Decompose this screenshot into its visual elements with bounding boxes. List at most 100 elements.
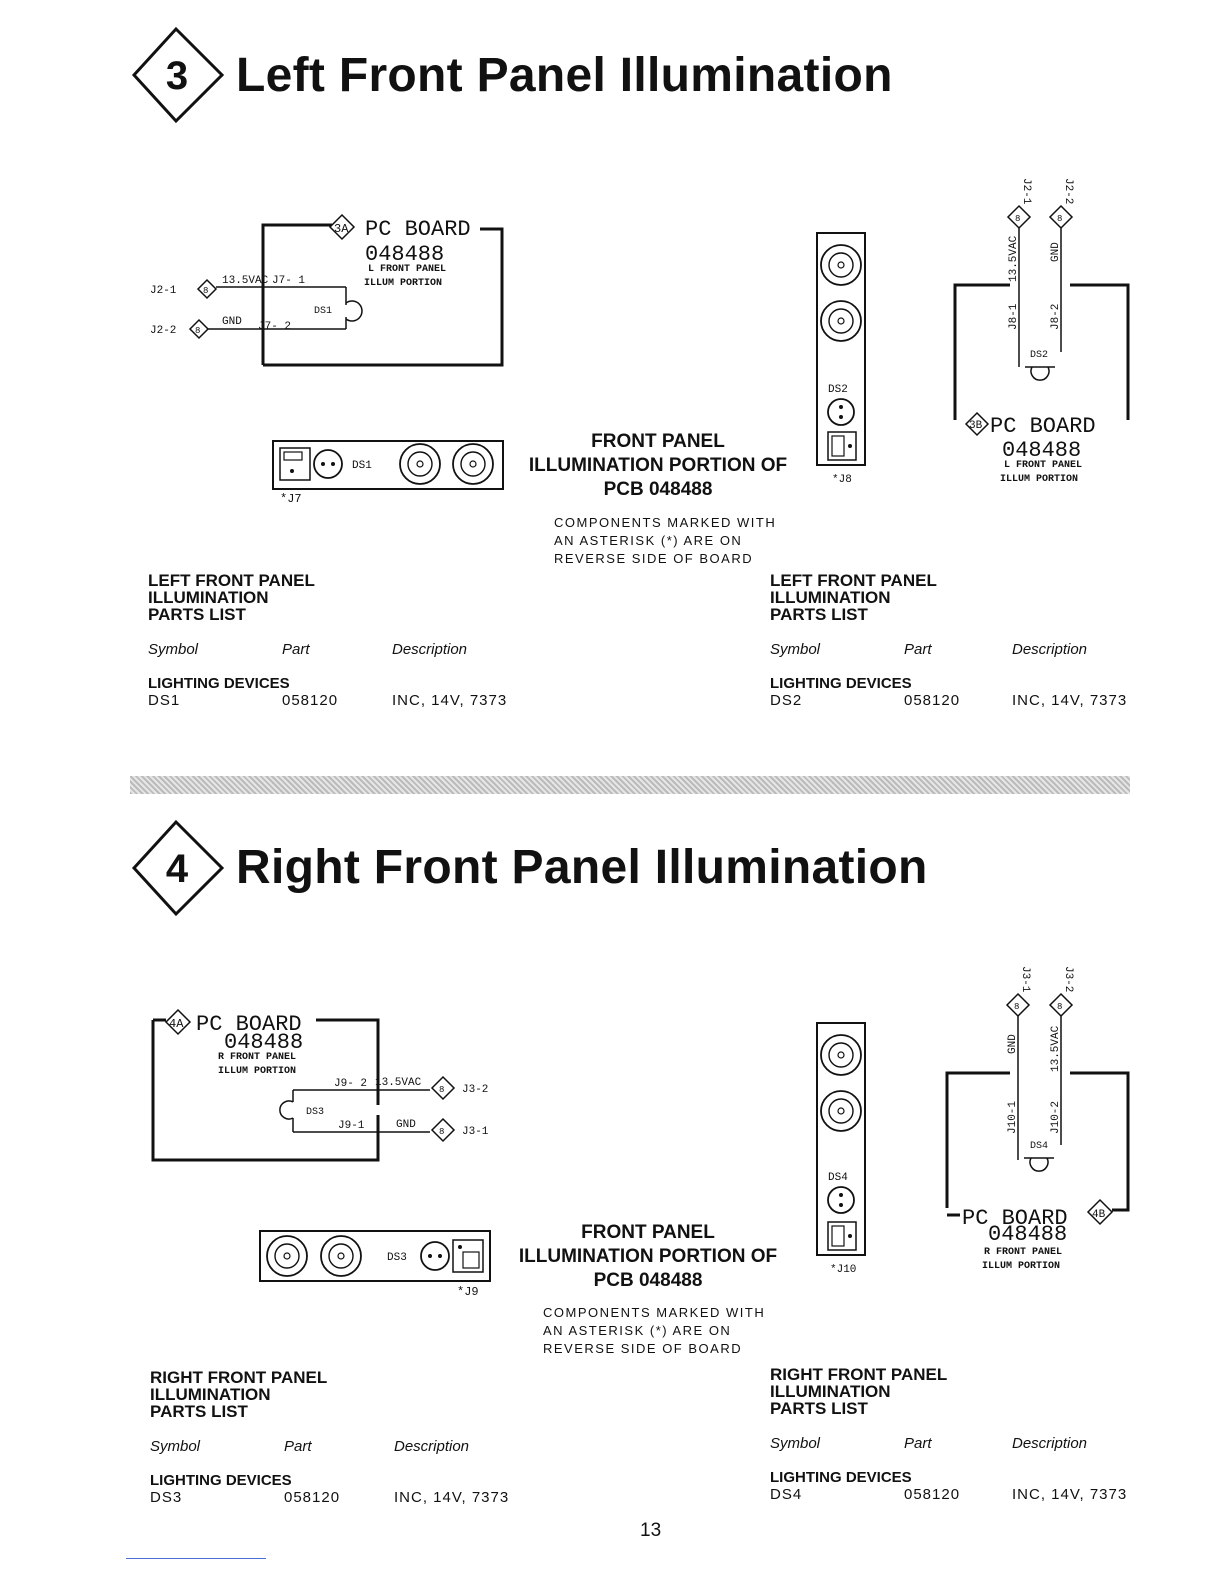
note-line1: COMPONENTS MARKED WITH xyxy=(554,515,777,530)
schematic-4b: J3-1 J3-2 8 8 GND 13.5VAC J10-1 J10-2 DS… xyxy=(945,966,1130,1272)
note-line2: AN ASTERISK (*) ARE ON xyxy=(543,1323,732,1338)
pcb-ds3-label: DS3 xyxy=(387,1252,407,1264)
row-part: 058120 xyxy=(904,692,961,709)
board-sub2: ILLUM PORTION xyxy=(218,1066,296,1077)
col-header-description: Description xyxy=(1012,641,1088,658)
lamp-ds2-symbol xyxy=(1030,366,1050,381)
parts-title-line3: PARTS LIST xyxy=(148,605,246,624)
board-partno: 048488 xyxy=(224,1030,303,1055)
board-sub2: ILLUM PORTION xyxy=(982,1261,1060,1272)
center-caption-4: FRONT PANEL ILLUMINATION PORTION OF PCB … xyxy=(510,1221,786,1293)
pin-b: 8 xyxy=(439,1085,444,1095)
page-number: 13 xyxy=(640,1520,662,1541)
board-partno: 048488 xyxy=(1002,438,1081,463)
board-label: PC BOARD xyxy=(990,414,1096,439)
pin-j8-1: J8-1 xyxy=(1008,303,1020,330)
section-3-number: 3 xyxy=(166,54,188,98)
pin-b: 8 xyxy=(203,286,208,296)
net-13-5vac: 13.5VAC xyxy=(1050,1025,1062,1072)
row-symbol: DS1 xyxy=(148,692,181,709)
col-header-description: Description xyxy=(1012,1435,1088,1452)
parts-title-line2: ILLUMINATION xyxy=(770,588,891,607)
asterisk-note-4: COMPONENTS MARKED WITH AN ASTERISK (*) A… xyxy=(543,1304,765,1358)
schematic-3b: J2-1 J2-2 8 8 13.5VAC GND J8-1 J8-2 DS2 … xyxy=(953,178,1130,485)
caption-line2: ILLUMINATION PORTION OF xyxy=(528,455,788,476)
parts-title-line3: PARTS LIST xyxy=(770,1399,868,1418)
callout-3a: 3A xyxy=(334,222,349,236)
pcb-outline-ds1: DS1 *J7 xyxy=(272,440,504,506)
lamp-ds4-label: DS4 xyxy=(1030,1141,1048,1152)
caption-line3: PCB 048488 xyxy=(593,1270,703,1291)
net-gnd: GND xyxy=(1050,242,1062,262)
pcb-outline-ds3: DS3 *J9 xyxy=(259,1230,491,1299)
col-header-symbol: Symbol xyxy=(148,641,199,658)
board-partno: 048488 xyxy=(365,242,444,267)
asterisk-note-3: COMPONENTS MARKED WITH AN ASTERISK (*) A… xyxy=(554,514,776,568)
note-line3: REVERSE SIDE OF BOARD xyxy=(554,551,754,566)
pin-b: 8 xyxy=(439,1127,444,1137)
col-header-symbol: Symbol xyxy=(770,641,821,658)
pcb-outline-ds2: DS2 *J8 xyxy=(816,232,866,486)
board-label: PC BOARD xyxy=(196,1012,302,1037)
col-header-symbol: Symbol xyxy=(770,1435,821,1452)
net-13-5vac: 13.5VAC xyxy=(375,1077,422,1089)
row-part: 058120 xyxy=(904,1486,961,1503)
pin-j8-2: J8-2 xyxy=(1050,304,1062,330)
pin-b: 8 xyxy=(195,326,200,336)
col-header-description: Description xyxy=(394,1438,470,1455)
pcb-ds2-label: DS2 xyxy=(828,384,848,396)
pcb-ds4-label: DS4 xyxy=(828,1172,848,1184)
callout-4a: 4A xyxy=(169,1017,184,1031)
lamp-ds3-label: DS3 xyxy=(306,1107,324,1118)
section-divider xyxy=(130,776,1130,794)
parts-title-line1: RIGHT FRONT PANEL xyxy=(150,1368,328,1387)
note-line1: COMPONENTS MARKED WITH xyxy=(543,1305,766,1320)
col-header-part: Part xyxy=(904,641,932,658)
col-header-part: Part xyxy=(282,641,310,658)
col-header-part: Part xyxy=(904,1435,932,1452)
parts-title-line1: LEFT FRONT PANEL xyxy=(148,571,315,590)
lamp-ds1-label: DS1 xyxy=(314,306,332,317)
pcb-j8-label: *J8 xyxy=(832,474,852,486)
row-description: INC, 14V, 7373 xyxy=(394,1489,510,1506)
note-line2: AN ASTERISK (*) ARE ON xyxy=(554,533,743,548)
section-4-badge: 4 xyxy=(131,819,225,917)
lamp-ds2-label: DS2 xyxy=(1030,350,1048,361)
pcb-ds1-label: DS1 xyxy=(352,460,372,472)
callout-4b: 4B xyxy=(1092,1209,1106,1221)
board-sub2: ILLUM PORTION xyxy=(364,278,442,289)
net-gnd: GND xyxy=(1007,1034,1019,1054)
col-header-part: Part xyxy=(284,1438,312,1455)
parts-list-4-right: RIGHT FRONT PANEL ILLUMINATION PARTS LIS… xyxy=(770,1365,1190,1503)
parts-list-3-left: LEFT FRONT PANEL ILLUMINATION PARTS LIST… xyxy=(148,571,568,709)
board-sub1: L FRONT PANEL xyxy=(368,264,446,275)
center-caption-3: FRONT PANEL ILLUMINATION PORTION OF PCB … xyxy=(520,430,796,502)
pin-j9-1: J9-1 xyxy=(338,1120,365,1132)
parts-list-4-left: RIGHT FRONT PANEL ILLUMINATION PARTS LIS… xyxy=(150,1368,570,1506)
net-gnd: GND xyxy=(396,1119,416,1131)
pcb-j9-label: *J9 xyxy=(457,1285,479,1299)
row-description: INC, 14V, 7373 xyxy=(392,692,508,709)
pin-b: 8 xyxy=(1014,1002,1019,1012)
connector-j3-1: J3-1 xyxy=(1019,966,1031,993)
connector-j3-1: J3-1 xyxy=(462,1126,489,1138)
schematic-4a: 4A PC BOARD 048488 R FRONT PANEL ILLUM P… xyxy=(151,1008,489,1162)
board-sub1: R FRONT PANEL xyxy=(984,1247,1062,1258)
connector-j2-1: J2-1 xyxy=(1020,178,1032,205)
connector-j2-1: J2-1 xyxy=(150,285,177,297)
pin-b: 8 xyxy=(1057,214,1062,224)
board-sub1: R FRONT PANEL xyxy=(218,1052,296,1063)
row-symbol: DS2 xyxy=(770,692,803,709)
pcb-outline-ds4: DS4 *J10 xyxy=(816,1022,866,1276)
connector-j2-2: J2-2 xyxy=(150,325,176,337)
row-part: 058120 xyxy=(284,1489,341,1506)
caption-line2: ILLUMINATION PORTION OF xyxy=(518,1246,778,1267)
pin-b: 8 xyxy=(1057,1002,1062,1012)
row-description: INC, 14V, 7373 xyxy=(1012,692,1128,709)
connector-j2-2: J2-2 xyxy=(1062,178,1074,204)
parts-title-line3: PARTS LIST xyxy=(770,605,868,624)
parts-title-line1: RIGHT FRONT PANEL xyxy=(770,1365,948,1384)
board-label: PC BOARD xyxy=(962,1206,1068,1231)
caption-line1: FRONT PANEL xyxy=(591,431,725,452)
board-partno: 048488 xyxy=(988,1222,1067,1247)
